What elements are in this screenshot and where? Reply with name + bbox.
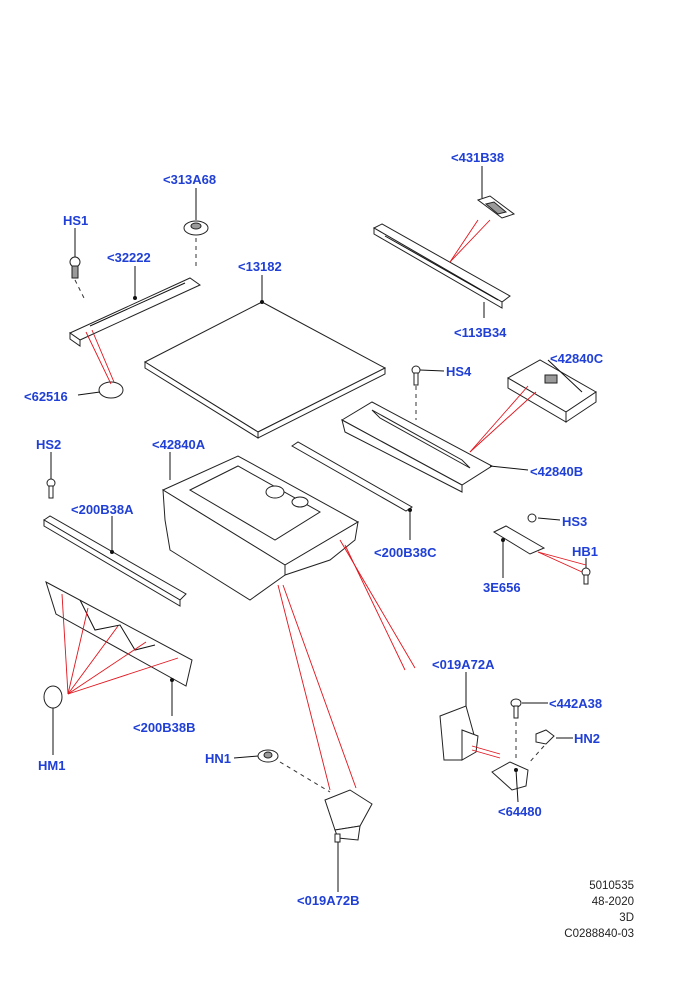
label-442A38[interactable]: <442A38 — [549, 696, 603, 711]
reference-line-4: C0288840-03 — [564, 928, 634, 940]
screw-HS2 — [46, 478, 56, 499]
label-42840A[interactable]: <42840A — [152, 437, 206, 452]
cap-62516 — [98, 381, 124, 399]
stud-442A38 — [510, 698, 522, 760]
trim-strip-32222 — [68, 277, 202, 347]
label-HN1[interactable]: HN1 — [205, 751, 232, 766]
tub-42840B — [340, 401, 493, 493]
label-HM1[interactable]: HM1 — [38, 758, 66, 773]
label-HS4[interactable]: HS4 — [446, 364, 472, 379]
label-32222[interactable]: <32222 — [107, 250, 151, 265]
label-HB1[interactable]: HB1 — [572, 544, 599, 559]
label-113B34[interactable]: <113B34 — [454, 325, 507, 340]
label-13182[interactable]: <13182 — [238, 259, 282, 274]
floor-panel-13182 — [143, 301, 387, 439]
clip-431B38 — [476, 195, 516, 219]
label-HS2[interactable]: HS2 — [36, 437, 62, 452]
label-3E656[interactable]: 3E656 — [483, 580, 521, 595]
label-64480[interactable]: <64480 — [498, 804, 542, 819]
label-200B38B[interactable]: <200B38B — [133, 720, 196, 735]
label-HN2[interactable]: HN2 — [574, 731, 601, 746]
bracket-019A72B — [324, 789, 373, 843]
label-62516[interactable]: <62516 — [24, 389, 68, 404]
rail-113B34 — [372, 223, 511, 309]
panel-200B38B — [45, 580, 193, 687]
reference-line-3: 3D — [619, 912, 634, 924]
label-200B38C[interactable]: <200B38C — [374, 545, 437, 560]
label-019A72B[interactable]: <019A72B — [297, 893, 360, 908]
label-HS1[interactable]: HS1 — [63, 213, 89, 228]
label-200B38A[interactable]: <200B38A — [71, 502, 134, 517]
screw-HS4 — [411, 365, 421, 420]
bracket-019A72A — [439, 705, 479, 761]
strip-200B38C — [291, 441, 413, 512]
label-019A72A[interactable]: <019A72A — [432, 657, 495, 672]
label-313A68[interactable]: <313A68 — [163, 172, 217, 187]
leader-dots — [110, 296, 518, 772]
label-431B38[interactable]: <431B38 — [451, 150, 505, 165]
label-42840B[interactable]: <42840B — [530, 464, 584, 479]
reference-line-2: 48-2020 — [591, 896, 634, 908]
reference-block: 5010535 48-2020 3D C0288840-03 — [494, 878, 634, 942]
reference-line-1: 5010535 — [589, 880, 634, 892]
strip-200B38A — [43, 515, 187, 607]
bracket-64480 — [491, 761, 529, 791]
clip-313A68 — [183, 220, 209, 270]
label-HS3[interactable]: HS3 — [562, 514, 588, 529]
tub-42840A — [161, 455, 360, 601]
label-42840C[interactable]: <42840C — [550, 351, 604, 366]
clip-HN1 — [257, 749, 331, 793]
screw-HS1 — [69, 256, 86, 301]
tray-42840C — [506, 359, 597, 423]
grommet-HM1 — [43, 685, 63, 709]
bracket-3E656 — [492, 513, 591, 585]
callout-lines — [61, 219, 587, 791]
leader-lines — [50, 166, 587, 892]
nut-HN2 — [527, 729, 555, 765]
